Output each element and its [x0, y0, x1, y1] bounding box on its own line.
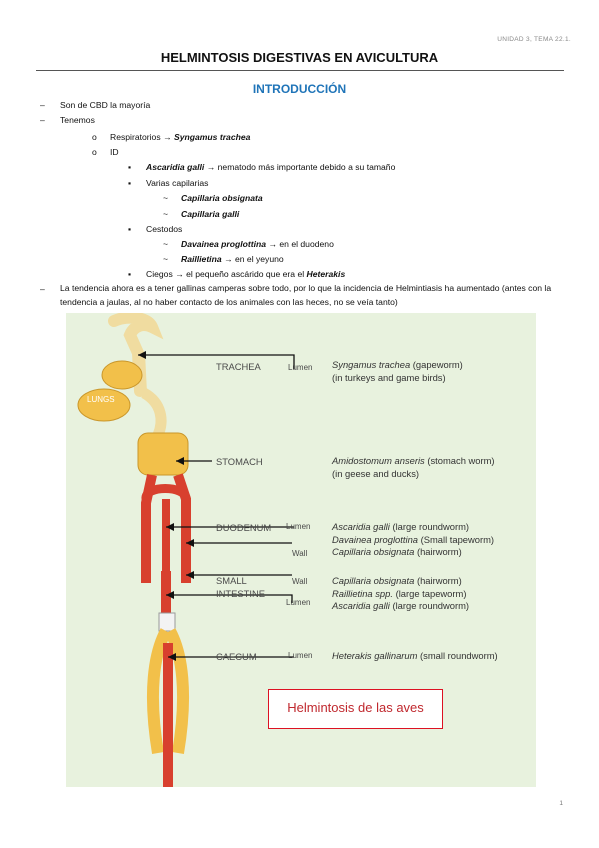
page-number: 1: [559, 800, 563, 807]
species-name: Heterakis gallinarum: [332, 650, 418, 661]
species-name: Ascaridia galli: [332, 600, 390, 611]
square-bullet: ▪: [128, 269, 132, 279]
raillietina-note: → en el yeyuno: [221, 254, 284, 264]
species-syngamus: Syngamus trachea: [174, 132, 251, 142]
tilde-bullet: ~: [163, 193, 169, 203]
species-name: Ascaridia galli: [332, 521, 390, 532]
organ-small: SMALL: [216, 575, 247, 586]
figure-caption: Helmintosis de las aves: [287, 700, 424, 715]
site-lumen: Lumen: [288, 651, 313, 660]
stomach-shape: [137, 432, 189, 476]
site-wall: Wall: [292, 577, 308, 586]
species-host: (in turkeys and game birds): [332, 371, 446, 383]
bullet-raillietina: Raillietina → en el yeyuno: [181, 254, 284, 265]
species-common-name: (Small tapeworm): [418, 533, 495, 545]
species-name: Syngamus trachea: [332, 359, 411, 370]
species-raillietina: Raillietina: [181, 254, 222, 264]
tilde-bullet: ~: [163, 209, 169, 219]
trachea-shape: [108, 313, 164, 397]
site-lumen: Lumen: [286, 522, 311, 531]
species-name: Raillietina spp.: [332, 587, 393, 599]
organ-duodenum: DUODENUM: [216, 522, 272, 533]
species-heterakis: Heterakis: [306, 269, 346, 279]
species-name: Amidostomum anseris: [332, 455, 425, 466]
species-capillaria-galli: Capillaria galli: [181, 209, 240, 219]
species-common-name: (gapeworm): [410, 359, 463, 370]
lungs-shape: [77, 388, 131, 422]
paragraph-tendencia: La tendencia ahora es a tener gallinas c…: [60, 283, 552, 307]
bullet-cbd: Son de CBD la mayoría: [60, 100, 151, 110]
species-common-name: (hairworm): [414, 546, 462, 557]
bullet-ascaridia: Ascaridia galli → nematodo más important…: [146, 162, 395, 173]
species-common-name: (large roundworm): [389, 600, 470, 611]
dash-bullet: –: [40, 115, 45, 125]
species-name: Capillaria obsignata: [332, 575, 415, 586]
site-wall: Wall: [292, 549, 308, 558]
species-block-trachea: Syngamus trachea (gapeworm) (in turkeys …: [332, 359, 463, 384]
pointer-lines: [138, 354, 295, 658]
species-block-duodenum: Ascaridia galli (large roundworm) Davain…: [332, 521, 494, 559]
organ-lungs: LUNGS: [87, 395, 115, 404]
species-ascaridia: Ascaridia galli: [146, 162, 205, 172]
species-block-small-intestine: Capillaria obsignata (hairworm) Railliet…: [332, 575, 469, 613]
circle-bullet: o: [92, 132, 97, 142]
species-common-name: (hairworm): [414, 575, 462, 586]
dash-bullet: –: [40, 100, 45, 110]
bullet-ciegos: Ciegos → el pequeño ascárido que era el …: [146, 269, 345, 280]
bullet-capilarias: Varias capilarias: [146, 178, 209, 188]
dash-bullet: –: [40, 284, 45, 294]
species-host: (in geese and ducks): [332, 467, 420, 479]
page-title: HELMINTOSIS DIGESTIVAS EN AVICULTURA: [160, 50, 439, 65]
title-divider: [36, 70, 564, 71]
square-bullet: ▪: [128, 224, 132, 234]
species-capillaria-obsignata: Capillaria obsignata: [181, 193, 263, 203]
site-lumen: Lumen: [286, 598, 311, 607]
species-davainea: Davainea proglottina: [181, 239, 266, 249]
organ-stomach: STOMACH: [216, 456, 263, 467]
bullet-respiratorios: Respiratorios → Syngamus trachea: [110, 132, 250, 143]
tilde-bullet: ~: [163, 254, 169, 264]
species-common-name: (large tapeworm): [392, 587, 467, 599]
unit-header: UNIDAD 3, TEMA 22.1.: [497, 36, 571, 43]
square-bullet: ▪: [128, 162, 132, 172]
section-heading: INTRODUCCIÓN: [252, 82, 347, 96]
species-common-name: (stomach worm): [424, 455, 495, 466]
bullet-davainea: Davainea proglottina → en el duodeno: [181, 239, 334, 250]
species-block-caecum: Heterakis gallinarum (small roundworm): [332, 650, 498, 663]
digestive-tract-illustration: [77, 313, 295, 787]
site-lumen: Lumen: [288, 363, 313, 372]
figure-caption-box: Helmintosis de las aves: [268, 689, 443, 729]
species-name: Davainea proglottina: [332, 533, 418, 545]
respiratorios-label: Respiratorios →: [110, 132, 174, 142]
organ-trachea: TRACHEA: [216, 361, 261, 372]
bullet-tenemos: Tenemos: [60, 115, 95, 125]
organ-intestine: INTESTINE: [216, 588, 265, 599]
square-bullet: ▪: [128, 178, 132, 188]
species-name: Capillaria obsignata: [332, 546, 415, 557]
helminth-diagram: TRACHEA LUNGS STOMACH DUODENUM SMALL INT…: [66, 313, 536, 787]
species-common-name: (large roundworm): [389, 521, 470, 532]
species-common-name: (small roundworm): [417, 650, 498, 661]
ascaridia-note: → nematodo más importante debido a su ta…: [204, 162, 396, 172]
ciegos-note: Ciegos → el pequeño ascárido que era el: [146, 269, 307, 279]
davainea-note: → en el duodeno: [266, 239, 334, 249]
species-block-stomach: Amidostomum anseris (stomach worm) (in g…: [332, 455, 495, 480]
organ-caecum: CAECUM: [216, 651, 257, 662]
caecum-shape: [146, 628, 172, 754]
intestine-junction: [158, 612, 176, 632]
bullet-id: ID: [110, 147, 119, 157]
tilde-bullet: ~: [163, 239, 169, 249]
circle-bullet: o: [92, 147, 97, 157]
bullet-cestodos: Cestodos: [146, 224, 183, 234]
